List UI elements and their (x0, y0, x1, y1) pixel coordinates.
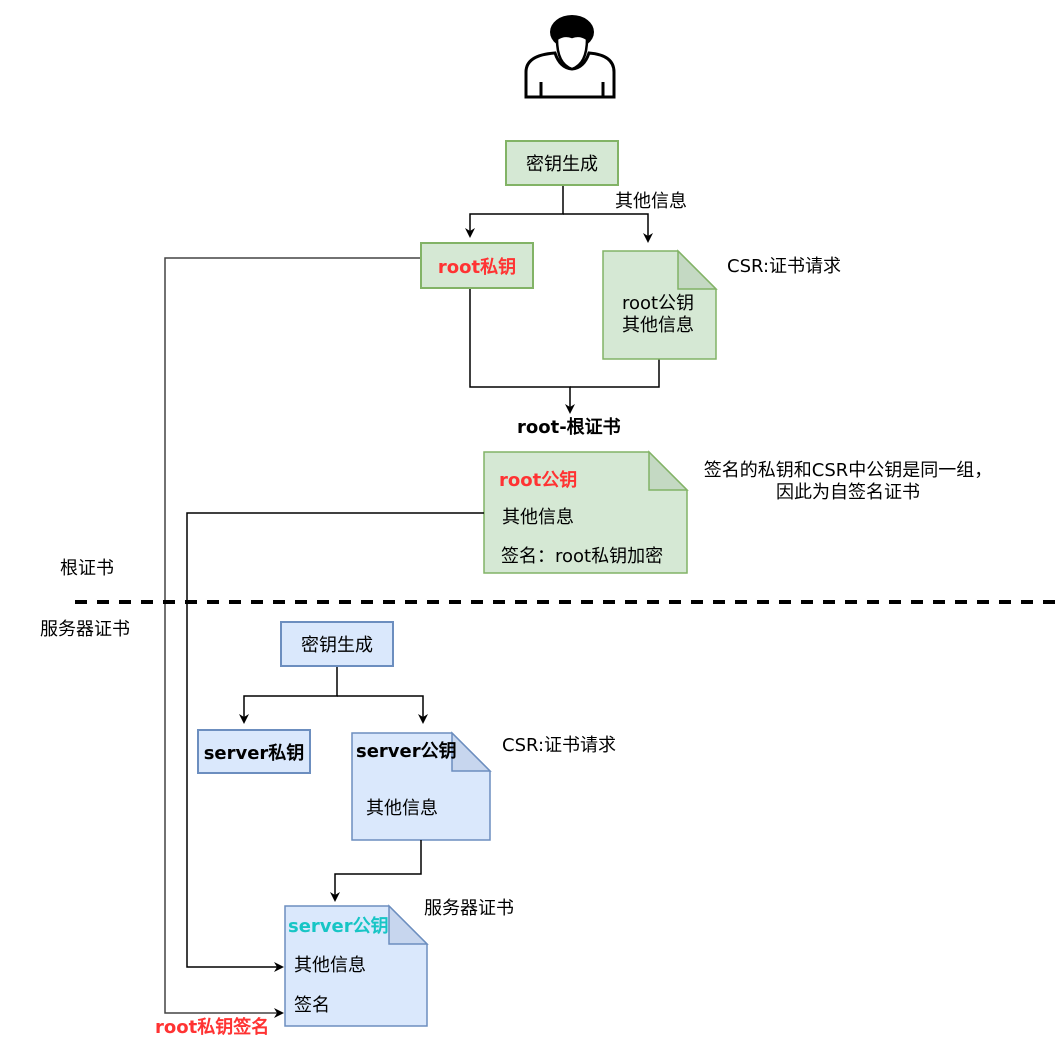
root-csr-public-key: root公钥 (621, 293, 695, 314)
root-keygen-label: 密钥生成 (526, 154, 598, 175)
server-csr-document-shape (351, 731, 492, 841)
server-csr-public-key: server公钥 (356, 741, 457, 762)
edge-root-cert-to-server-cert (186, 512, 484, 972)
root-cert-other-info: 其他信息 (502, 507, 574, 528)
edge-root-private-to-signature (164, 257, 420, 1018)
edge-server-csr-to-cert (330, 840, 422, 902)
server-section-label: 服务器证书 (40, 619, 130, 640)
root-cert-document-shape (483, 450, 689, 574)
server-cert-public-key: server公钥 (288, 916, 389, 937)
root-csr-other-info: 其他信息 (622, 314, 694, 336)
server-cert-signature: 签名 (294, 995, 330, 1016)
root-cert-public-key: root公钥 (499, 470, 578, 491)
root-cert-signature: 签名：root私钥加密 (501, 546, 664, 567)
server-cert-document-shape (284, 904, 429, 1027)
server-private-key-box[interactable]: server私钥 (197, 729, 311, 774)
server-cert-other-info: 其他信息 (294, 955, 366, 976)
root-csr-label: CSR:证书请求 (727, 256, 842, 277)
root-private-key-box[interactable]: root私钥 (420, 242, 534, 289)
server-private-key-label: server私钥 (203, 742, 305, 764)
self-signed-note: 签名的私钥和CSR中公钥是同一组， 因此为自签名证书 (688, 460, 1008, 503)
server-keygen-box[interactable]: 密钥生成 (280, 621, 394, 667)
root-cert-title: root-根证书 (517, 417, 621, 438)
root-keygen-box[interactable]: 密钥生成 (505, 140, 619, 186)
other-info-edge-label: 其他信息 (615, 191, 687, 212)
self-signed-note-line1: 签名的私钥和CSR中公钥是同一组， (703, 460, 993, 481)
root-csr-document-shape (602, 249, 718, 360)
server-csr-other-info: 其他信息 (366, 798, 438, 819)
edge-root-keygen-split (465, 186, 653, 243)
root-csr-document[interactable]: root公钥 其他信息 (603, 293, 713, 336)
self-signed-note-line2: 因此为自签名证书 (776, 481, 920, 503)
server-keygen-label: 密钥生成 (301, 635, 373, 656)
person-icon (524, 15, 616, 99)
edge-server-keygen-split (239, 667, 428, 724)
root-private-key-label: root私钥 (437, 256, 517, 278)
edge-root-merge (469, 289, 660, 414)
server-csr-label: CSR:证书请求 (502, 735, 617, 756)
server-cert-label: 服务器证书 (424, 898, 514, 919)
root-private-key-signing-label: root私钥签名 (155, 1017, 270, 1038)
root-section-label: 根证书 (60, 558, 114, 579)
